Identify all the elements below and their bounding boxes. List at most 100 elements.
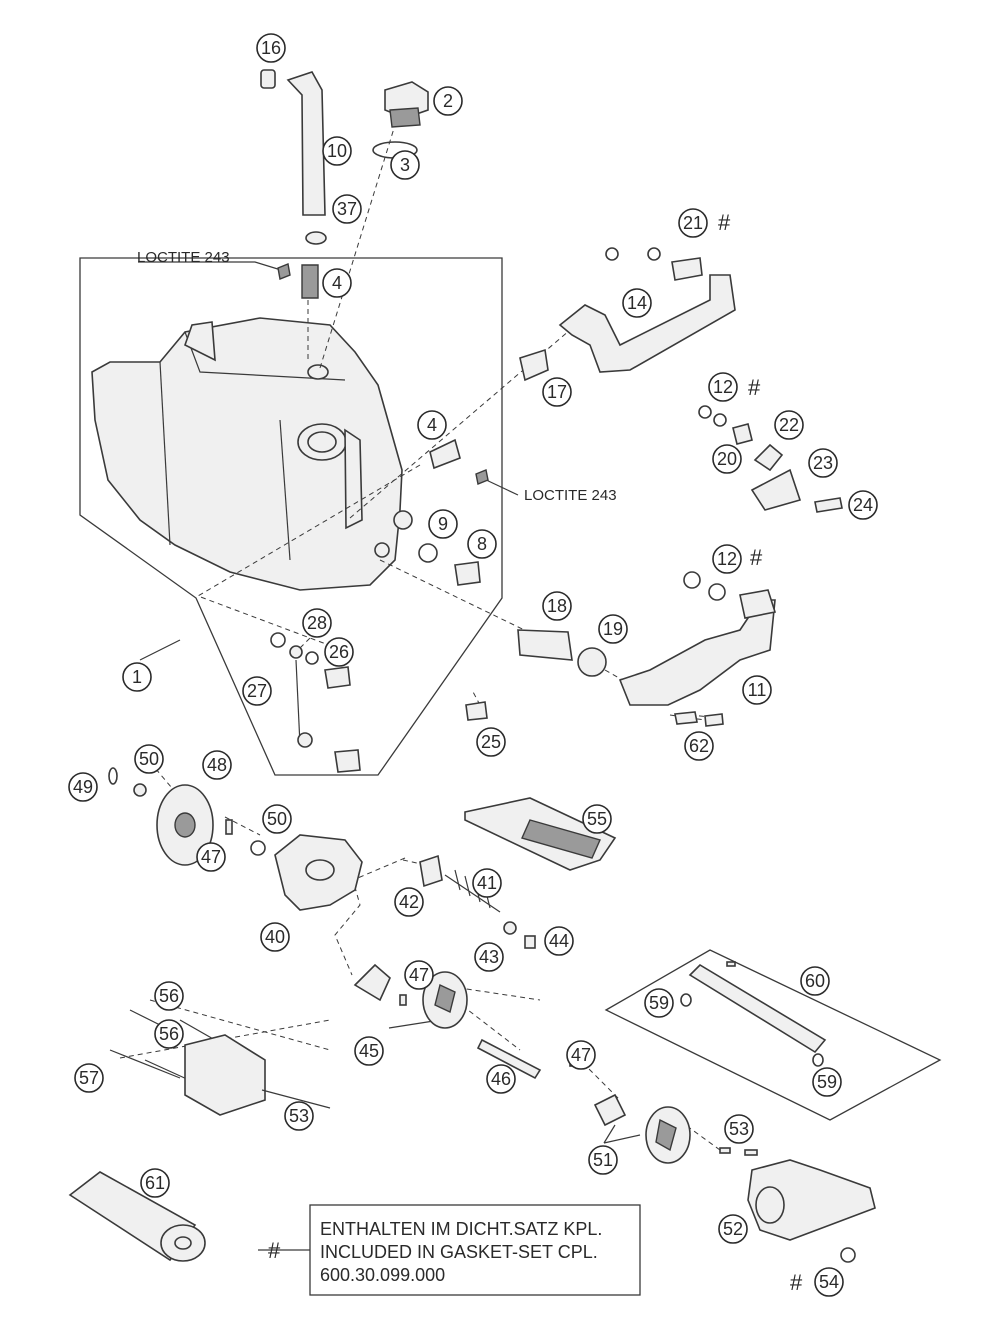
callout-circle: [262, 804, 292, 834]
callout-circle: [476, 727, 506, 757]
part-callout-27: 27: [242, 676, 272, 706]
callout-number: 57: [79, 1068, 99, 1088]
callout-circle: [154, 981, 184, 1011]
part-callout-50: 50: [262, 804, 292, 834]
part-callout-10: 10: [322, 136, 352, 166]
part-callout-47: 47: [404, 960, 434, 990]
part-callout-12: 12: [708, 372, 738, 402]
callout-circle: [712, 444, 742, 474]
part-callout-20: 20: [712, 444, 742, 474]
callout-number: 47: [201, 847, 221, 867]
part-callout-59: 59: [644, 988, 674, 1018]
part-callout-1: 1: [122, 662, 152, 692]
bypass-assembly: [604, 949, 942, 1121]
note-line-de: ENTHALTEN IM DICHT.SATZ KPL.: [320, 1219, 602, 1239]
part-callout-53: 53: [284, 1101, 314, 1131]
callout-number: 59: [649, 993, 669, 1013]
callout-circle: [433, 86, 463, 116]
gasket-set-marker: #: [748, 375, 761, 400]
note-line-en: INCLUDED IN GASKET-SET CPL.: [320, 1242, 598, 1262]
callout-circle: [708, 372, 738, 402]
part-callout-48: 48: [202, 750, 232, 780]
part-callout-56: 56: [154, 981, 184, 1011]
callout-number: 3: [400, 155, 410, 175]
callout-number: 50: [267, 809, 287, 829]
part-callout-52: 52: [718, 1214, 748, 1244]
part-callout-19: 19: [598, 614, 628, 644]
callout-circle: [122, 662, 152, 692]
callout-circle: [417, 410, 447, 440]
oil-hose-lower: [517, 571, 777, 727]
pump-housing: [274, 834, 363, 911]
part-callout-42: 42: [394, 887, 424, 917]
callout-circle: [394, 887, 424, 917]
part-callout-40: 40: [260, 922, 290, 952]
part-callout-54: 54: [814, 1267, 844, 1297]
callout-circle: [134, 744, 164, 774]
callout-number: 40: [265, 927, 285, 947]
part-callout-44: 44: [544, 926, 574, 956]
part-callout-53: 53: [724, 1114, 754, 1144]
callout-circle: [582, 804, 612, 834]
part-callout-4: 4: [322, 268, 352, 298]
callout-number: 46: [491, 1069, 511, 1089]
callout-circle: [486, 1064, 516, 1094]
part-callout-56: 56: [154, 1019, 184, 1049]
callout-number: 51: [593, 1150, 613, 1170]
part-callout-8: 8: [467, 529, 497, 559]
callout-circle: [814, 1267, 844, 1297]
callout-number: 20: [717, 449, 737, 469]
part-callout-50: 50: [134, 744, 164, 774]
callout-circle: [390, 150, 420, 180]
bracket-parts: [698, 405, 843, 513]
pump-rotors: [353, 963, 691, 1164]
drain-plug: [418, 543, 481, 586]
callout-number: 27: [247, 681, 267, 701]
callout-circle: [724, 1114, 754, 1144]
callout-circle: [154, 1019, 184, 1049]
callout-circle: [242, 676, 272, 706]
callout-number: 53: [289, 1106, 309, 1126]
callout-number: 4: [332, 273, 342, 293]
part-callout-47: 47: [566, 1040, 596, 1070]
loctite-label-right: LOCTITE 243: [524, 487, 617, 504]
callout-circle: [284, 1101, 314, 1131]
part-callout-43: 43: [474, 942, 504, 972]
callout-circle: [140, 1168, 170, 1198]
callout-circle: [808, 448, 838, 478]
callout-number: 22: [779, 415, 799, 435]
part-callout-51: 51: [588, 1145, 618, 1175]
callout-number: 62: [689, 736, 709, 756]
gasket-set-note-box: [309, 1204, 641, 1296]
gasket-set-marker: #: [718, 210, 731, 235]
oil-tank: [91, 317, 413, 591]
callout-circle: [428, 509, 458, 539]
callout-number: 12: [713, 377, 733, 397]
callout-number: 1: [132, 667, 142, 687]
callout-circle: [302, 608, 332, 638]
callout-number: 24: [853, 495, 873, 515]
part-callout-16: 16: [256, 33, 286, 63]
callout-number: 59: [817, 1072, 837, 1092]
callout-circle: [68, 772, 98, 802]
callout-number: 42: [399, 892, 419, 912]
callout-number: 45: [359, 1041, 379, 1061]
callout-circle: [678, 208, 708, 238]
part-callout-25: 25: [476, 727, 506, 757]
callout-number: 25: [481, 732, 501, 752]
part-callout-26: 26: [324, 637, 354, 667]
oil-hose-upper: [277, 247, 736, 485]
callout-number: 19: [603, 619, 623, 639]
callout-number: 12: [717, 549, 737, 569]
part-callout-14: 14: [622, 288, 652, 318]
callout-circle: [588, 1145, 618, 1175]
callout-number: 44: [549, 931, 569, 951]
callout-circle: [622, 288, 652, 318]
callout-circle: [404, 960, 434, 990]
part-callout-45: 45: [354, 1036, 384, 1066]
callout-number: 47: [409, 965, 429, 985]
callout-number: 60: [805, 971, 825, 991]
callout-number: 26: [329, 642, 349, 662]
part-callout-12: 12: [712, 544, 742, 574]
callout-circle: [322, 268, 352, 298]
